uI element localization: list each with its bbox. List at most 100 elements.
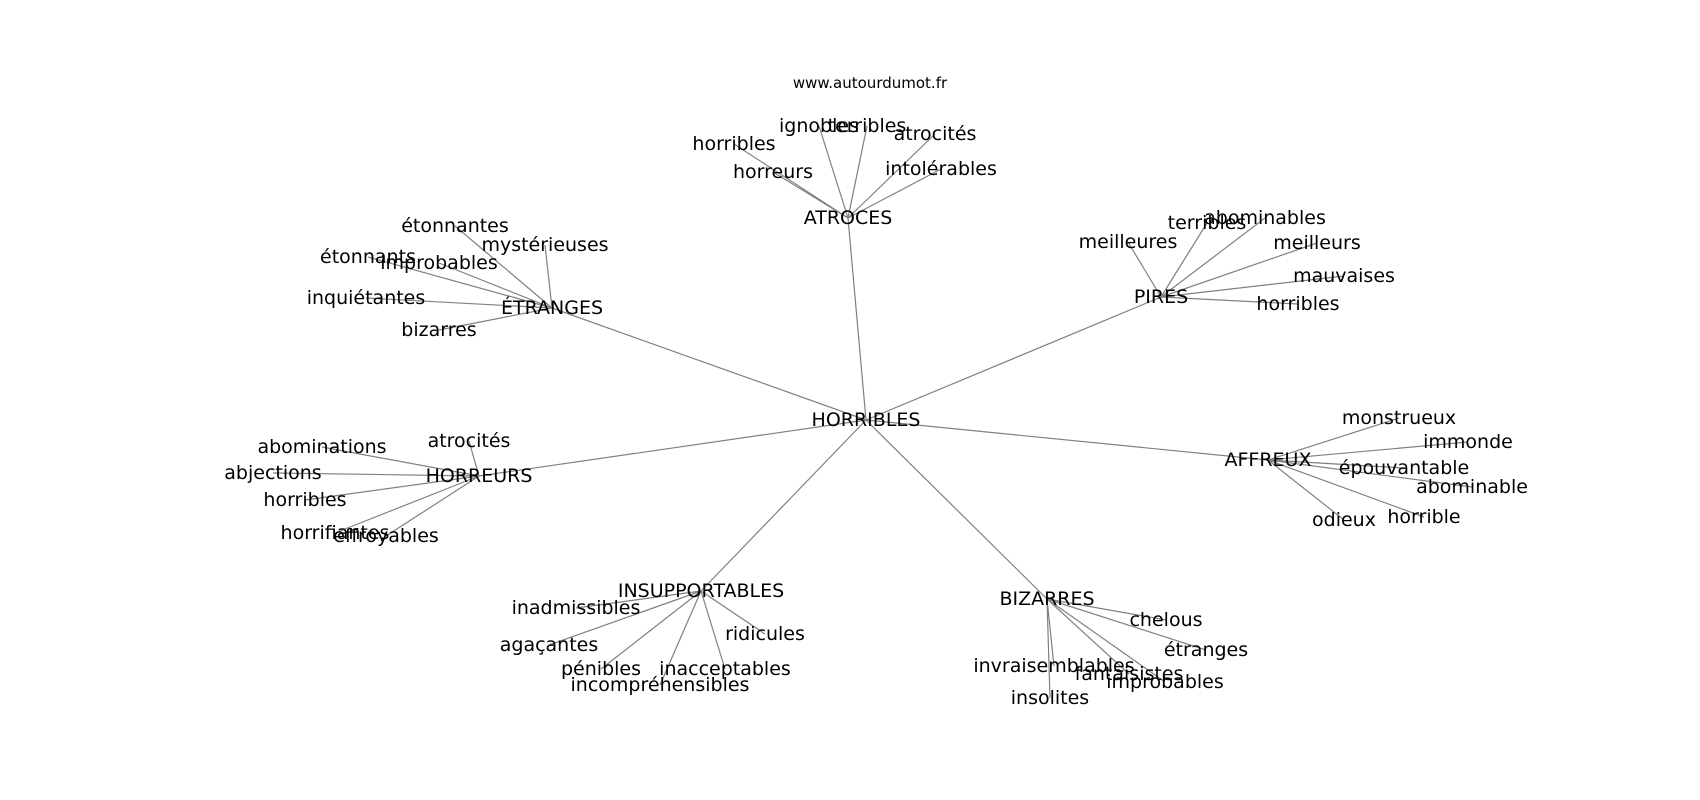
word-node: atrocités — [894, 123, 977, 145]
word-node: immonde — [1423, 431, 1513, 453]
word-node: meilleures — [1079, 231, 1178, 253]
edge-center-3 — [478, 419, 867, 477]
word-node: inquiétantes — [307, 287, 426, 309]
edge-6-0 — [1046, 598, 1167, 621]
word-node: invraisemblables — [973, 655, 1134, 677]
edge-2-0 — [1160, 222, 1208, 298]
edge-center-6 — [865, 419, 1048, 600]
word-node: ridicules — [725, 623, 805, 645]
edge-3-3 — [304, 475, 480, 501]
edge-4-5 — [1267, 459, 1425, 518]
edge-center-0 — [847, 217, 867, 421]
edges-layer — [272, 125, 1473, 699]
edge-1-0 — [454, 225, 553, 309]
edge-0-1 — [847, 125, 868, 219]
center-node: HORRIBLES — [812, 409, 921, 431]
edge-center-4 — [865, 419, 1269, 461]
word-node: horribles — [1256, 293, 1339, 315]
word-node: atrocités — [428, 430, 511, 452]
word-node: improbables — [1106, 671, 1224, 693]
word-node: terribles — [1168, 212, 1247, 234]
edge-2-3 — [1160, 242, 1318, 298]
edge-2-1 — [1160, 217, 1266, 298]
edge-5-5 — [659, 590, 702, 686]
edge-5-3 — [600, 590, 702, 670]
edge-0-0 — [818, 125, 849, 219]
labels-layer: HORRIBLESATROCESignoblesterribleshorribl… — [224, 115, 1528, 709]
edge-0-4 — [772, 171, 849, 219]
edge-4-0 — [1267, 417, 1400, 461]
word-node: horribles — [263, 489, 346, 511]
word-node: inadmissibles — [512, 597, 641, 619]
word-node: ignobles — [779, 115, 859, 137]
word-node: monstrueux — [1342, 407, 1456, 429]
word-node: terribles — [828, 115, 907, 137]
edge-6-3 — [1046, 598, 1130, 675]
word-node: abjections — [224, 462, 321, 484]
edge-5-1 — [548, 590, 702, 646]
edge-1-3 — [438, 262, 553, 309]
word-node: pénibles — [561, 658, 641, 680]
edge-center-1 — [551, 307, 867, 421]
word-node: fantaisistes — [1075, 663, 1184, 685]
edge-0-5 — [847, 168, 942, 219]
edge-5-2 — [700, 590, 766, 635]
word-node: effroyables — [333, 525, 439, 547]
word-node: insolites — [1011, 687, 1089, 709]
edge-5-4 — [700, 590, 726, 670]
edge-1-1 — [544, 244, 553, 309]
cluster-node: ÉTRANGES — [501, 296, 603, 319]
edge-6-1 — [1046, 598, 1207, 651]
edge-4-4 — [1267, 459, 1345, 521]
cluster-node: ATROCES — [804, 207, 893, 229]
edge-2-2 — [1127, 241, 1162, 298]
word-node: horreurs — [733, 161, 813, 183]
source-label: www.autourdumot.fr — [793, 74, 948, 92]
word-node: abominable — [1416, 476, 1528, 498]
cluster-node: PIRES — [1134, 286, 1188, 308]
cluster-node: INSUPPORTABLES — [618, 580, 784, 602]
edge-3-5 — [385, 475, 480, 537]
word-node: intolérables — [885, 158, 997, 180]
word-node: chelous — [1129, 609, 1202, 631]
edge-3-4 — [334, 475, 480, 534]
edge-center-5 — [700, 419, 867, 592]
edge-4-2 — [1267, 459, 1405, 469]
word-node: improbables — [380, 252, 498, 274]
edge-4-1 — [1267, 441, 1469, 461]
word-node: bizarres — [401, 319, 476, 341]
word-node: épouvantable — [1339, 457, 1469, 479]
edge-2-4 — [1160, 275, 1345, 298]
word-node: incompréhensibles — [571, 674, 750, 696]
word-node: odieux — [1312, 509, 1376, 531]
edge-3-1 — [321, 446, 480, 477]
word-node: mauvaises — [1293, 265, 1395, 287]
edge-3-0 — [468, 440, 480, 477]
cluster-node: BIZARRES — [999, 588, 1094, 610]
word-node: horrifiantes — [281, 522, 390, 544]
edge-1-4 — [365, 297, 553, 309]
edge-0-3 — [847, 133, 936, 219]
word-node: étonnantes — [401, 215, 509, 237]
word-node: abominations — [257, 436, 386, 458]
cluster-node: AFFREUX — [1225, 449, 1312, 471]
edge-6-5 — [1046, 598, 1051, 699]
edge-1-5 — [438, 307, 553, 331]
word-node: horrible — [1387, 506, 1460, 528]
edge-center-2 — [865, 296, 1162, 421]
edge-2-5 — [1160, 296, 1299, 305]
word-node: inacceptables — [659, 658, 791, 680]
word-node: étonnants — [320, 246, 416, 268]
word-node: mystérieuses — [481, 234, 608, 256]
cluster-node: HORREURS — [426, 465, 533, 487]
word-node: abominables — [1204, 207, 1326, 229]
edge-1-2 — [367, 256, 553, 309]
word-node: agaçantes — [500, 634, 599, 656]
edge-6-4 — [1046, 598, 1166, 683]
edge-3-2 — [272, 472, 480, 477]
word-node: étranges — [1164, 639, 1248, 661]
edge-4-3 — [1267, 459, 1473, 488]
word-node: horribles — [692, 133, 775, 155]
edge-5-0 — [575, 590, 702, 609]
word-node: meilleurs — [1273, 232, 1360, 254]
